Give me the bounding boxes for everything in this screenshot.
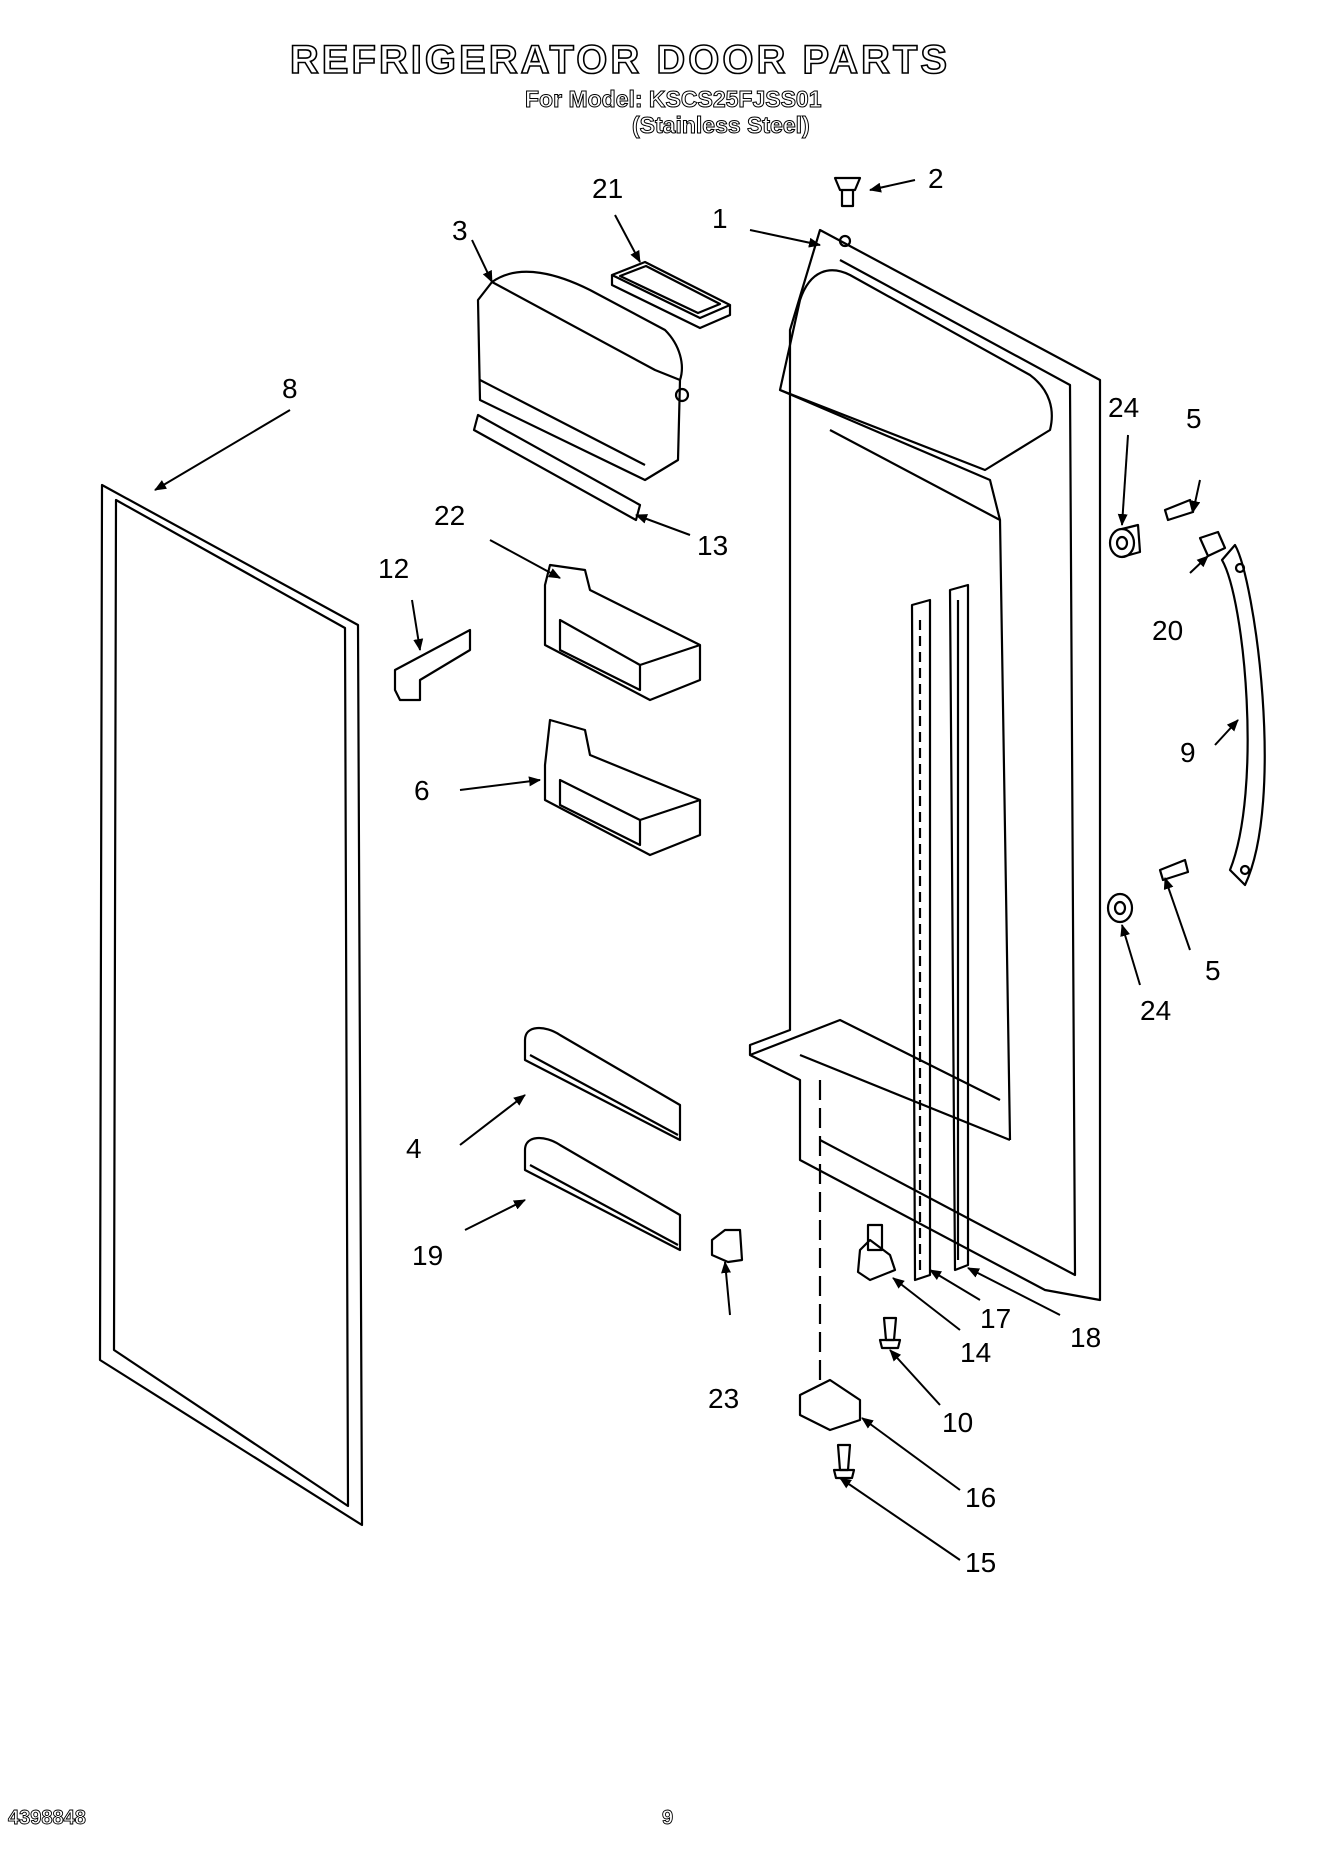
callout-1: 1 [712, 203, 728, 234]
callout-10: 10 [942, 1407, 973, 1438]
shelf-trim-lower [523, 1137, 682, 1252]
callout-18: 18 [1070, 1322, 1101, 1353]
callout-labels: 1 2 3 4 5 5 6 8 9 10 12 13 14 15 16 17 1… [282, 163, 1221, 1578]
top-plug [833, 176, 862, 208]
hinge-screw-upper [878, 1316, 902, 1350]
callout-24b: 24 [1140, 995, 1171, 1026]
callout-22: 22 [434, 500, 465, 531]
callout-15: 15 [965, 1547, 996, 1578]
hinge-screw-lower [832, 1443, 856, 1480]
model-line: For Model: KSCS25FJSS01 [525, 86, 823, 113]
handle-screw-lower [1158, 858, 1190, 882]
trim-clip [710, 1228, 744, 1264]
handle-spacer-upper [1108, 523, 1142, 559]
shelf-trim-upper [523, 1027, 682, 1142]
callout-16: 16 [965, 1482, 996, 1513]
callout-6: 6 [414, 775, 430, 806]
door-handle [1220, 543, 1266, 887]
door-bin-upper [543, 563, 702, 702]
door-gasket [98, 483, 364, 1527]
handle-screw-upper [1163, 498, 1195, 522]
doc-number: 4398848 [8, 1807, 87, 1830]
callout-23: 23 [708, 1383, 739, 1414]
callout-14: 14 [960, 1337, 991, 1368]
hinge-bracket [856, 1223, 897, 1282]
callout-12: 12 [378, 553, 409, 584]
callout-4: 4 [406, 1133, 422, 1164]
callout-20: 20 [1152, 615, 1183, 646]
leader-lines [154, 179, 1239, 1561]
callout-9: 9 [1180, 737, 1196, 768]
callout-24a: 24 [1108, 392, 1139, 423]
callout-3: 3 [452, 215, 468, 246]
hinge-block [798, 1378, 862, 1432]
callout-8: 8 [282, 373, 298, 404]
door-bin-lower [543, 718, 702, 857]
rail-right [948, 583, 970, 1272]
handle-spacer-lower [1106, 892, 1134, 924]
callout-17: 17 [980, 1303, 1011, 1334]
callout-19: 19 [412, 1240, 443, 1271]
handle-screw-mid [1198, 530, 1227, 558]
callout-2: 2 [928, 163, 944, 194]
inner-door-liner [748, 228, 1102, 1302]
callout-5b: 5 [1205, 955, 1221, 986]
rail-left [910, 598, 932, 1282]
dairy-tray [610, 260, 732, 330]
callout-13: 13 [697, 530, 728, 561]
variant-line: (Stainless Steel) [632, 112, 811, 139]
bin-clip [393, 628, 472, 702]
door-bin-cover [472, 270, 690, 522]
callout-5a: 5 [1186, 403, 1202, 434]
page-number: 9 [662, 1807, 674, 1830]
callout-21: 21 [592, 173, 623, 204]
page-title: REFRIGERATOR DOOR PARTS [289, 37, 951, 83]
